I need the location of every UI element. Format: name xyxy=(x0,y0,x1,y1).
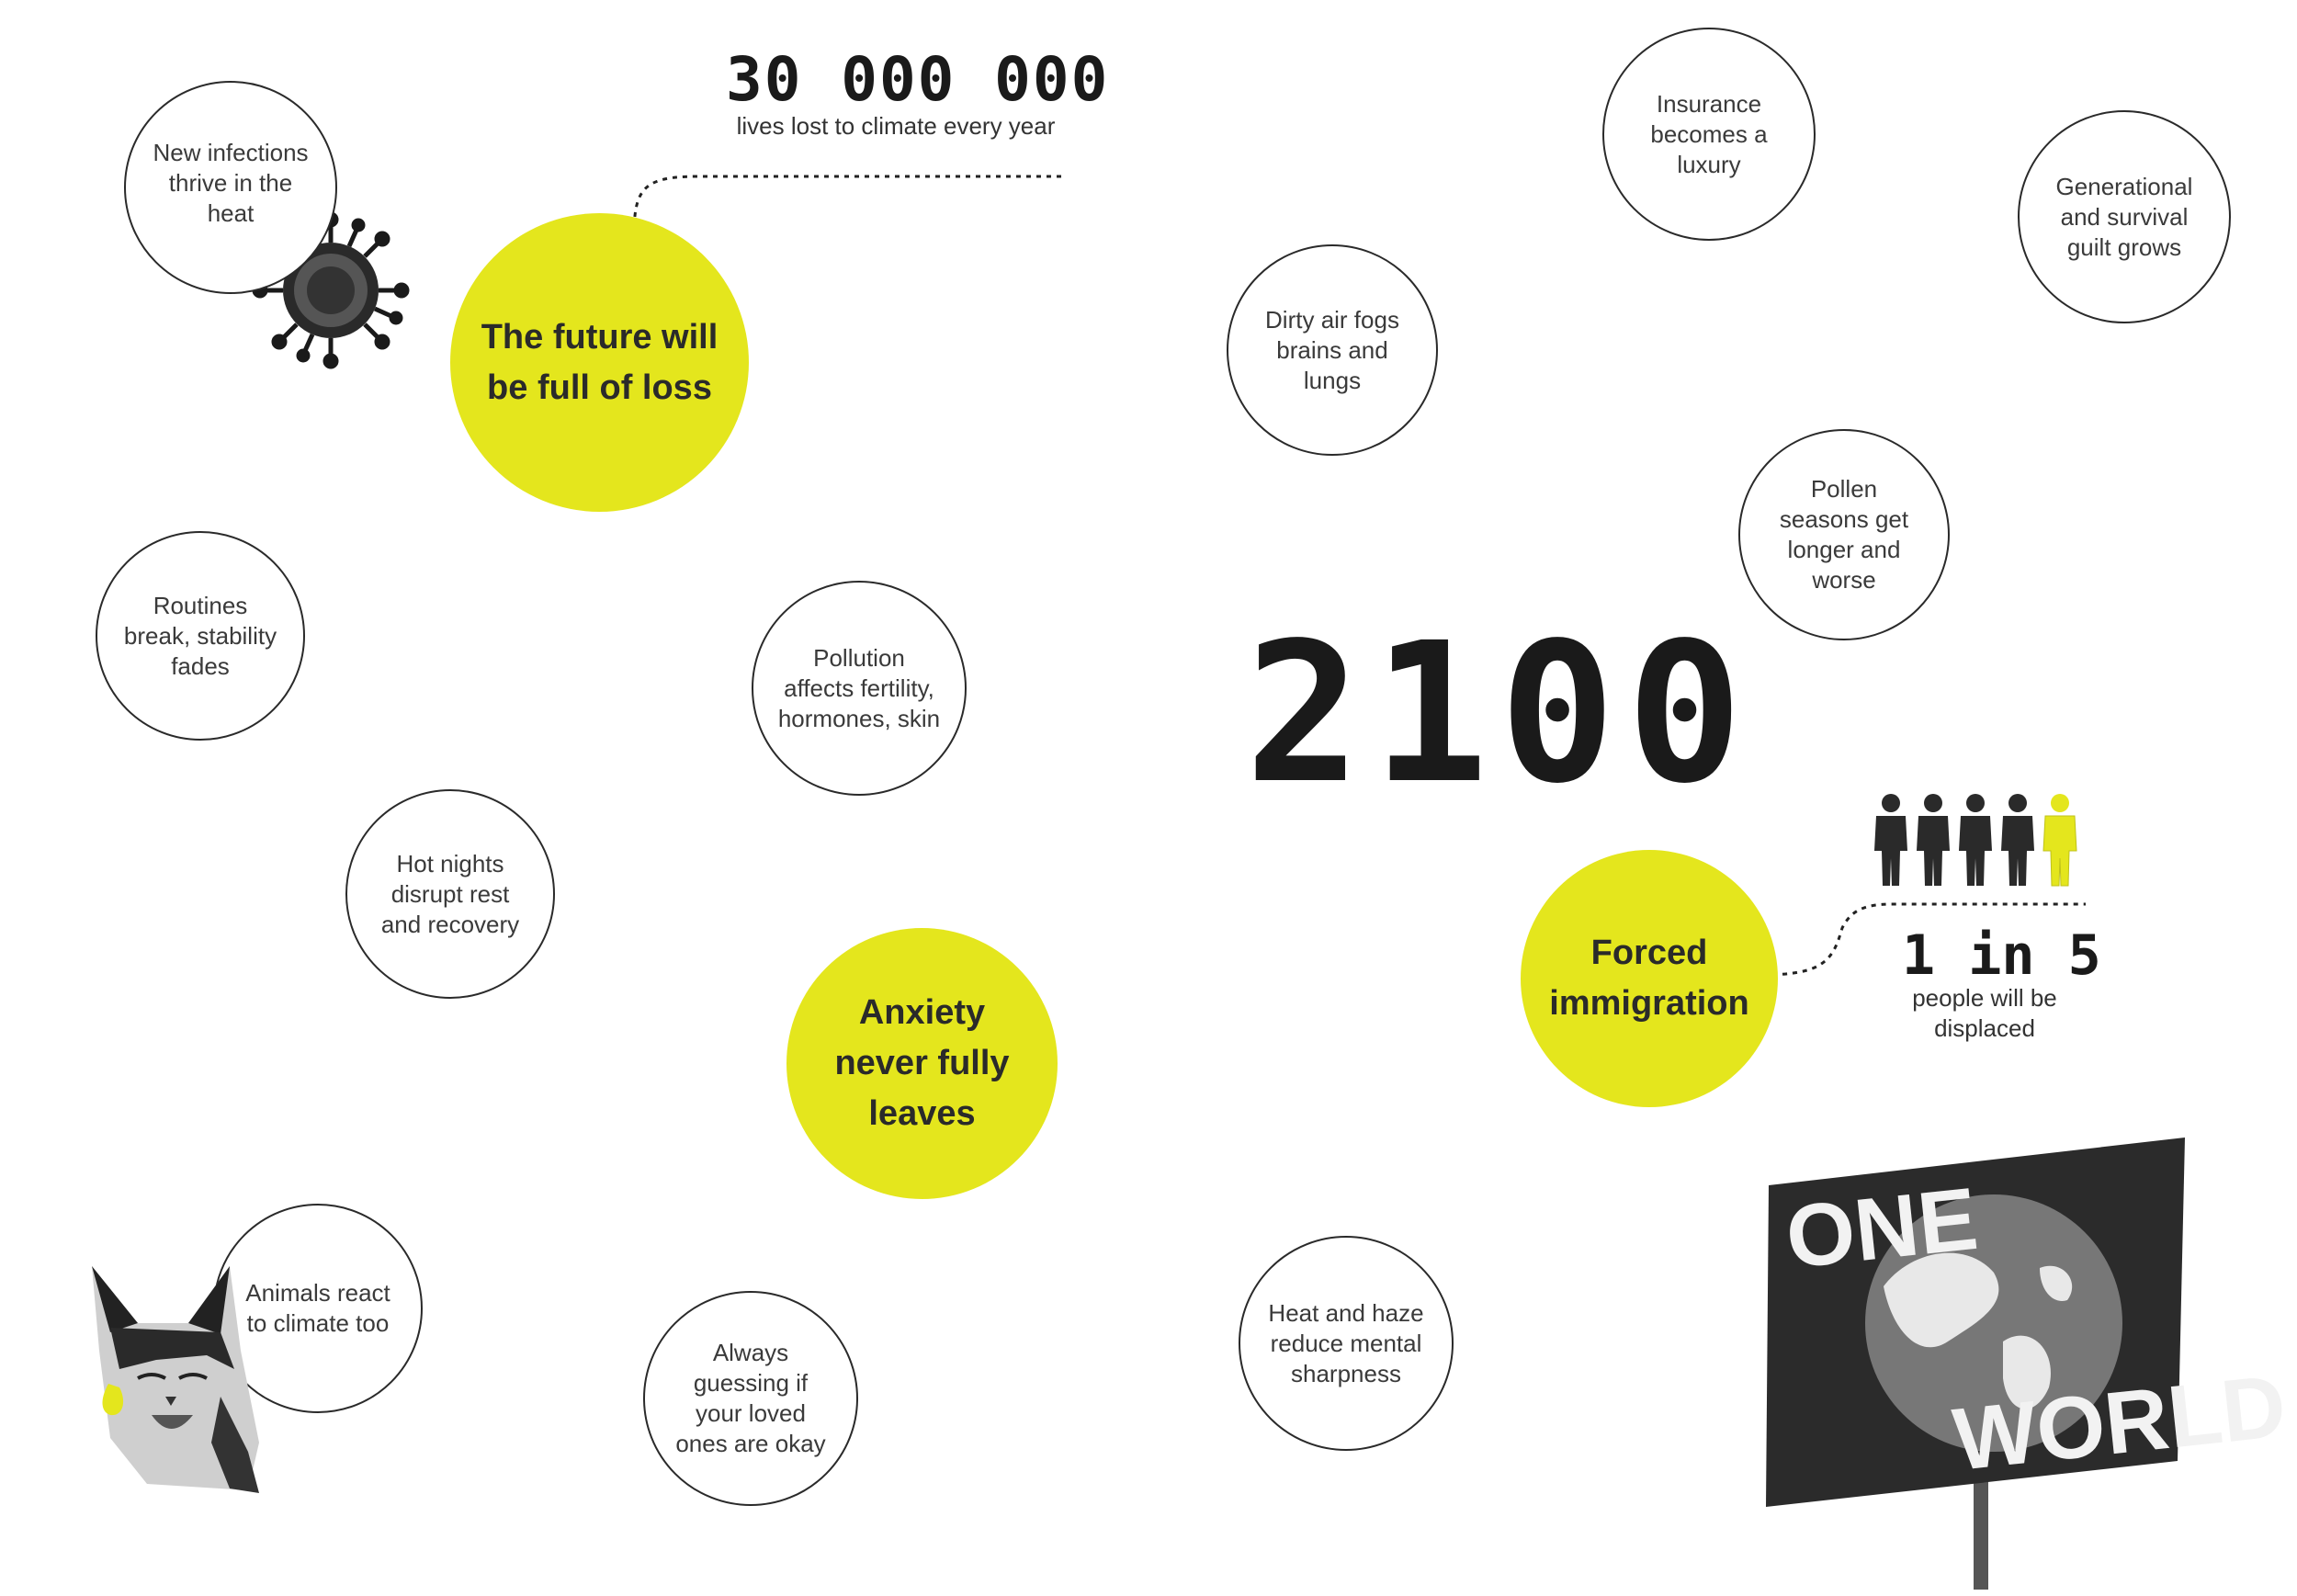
effect-animals-text: Animals react to climate too xyxy=(245,1279,390,1337)
displaced-connector xyxy=(1761,902,2086,977)
theme-anxiety: Anxiety never fully leaves xyxy=(786,928,1058,1199)
year-title: 2100 xyxy=(1245,601,1754,826)
effect-hot-nights: Hot nights disrupt rest and recovery xyxy=(345,789,555,999)
theme-future-loss: The future will be full of loss xyxy=(450,213,749,512)
effect-insurance: Insurance becomes a luxury xyxy=(1602,28,1816,241)
effect-infections-text: New infections thrive in the heat xyxy=(153,138,309,227)
effect-guessing-text: Always guessing if your loved ones are o… xyxy=(675,1339,826,1457)
effect-infections: New infections thrive in the heat xyxy=(124,81,337,294)
effect-pollution: Pollution affects fertility, hormones, s… xyxy=(752,581,967,796)
effect-heat-haze-text: Heat and haze reduce mental sharpness xyxy=(1268,1298,1424,1387)
theme-anxiety-text: Anxiety never fully leaves xyxy=(834,993,1010,1133)
displaced-caption: people will be displaced xyxy=(1912,984,2057,1042)
effect-guessing: Always guessing if your loved ones are o… xyxy=(643,1291,858,1506)
effect-dirty-air-text: Dirty air fogs brains and lungs xyxy=(1265,305,1399,394)
effect-pollen-text: Pollen seasons get longer and worse xyxy=(1779,475,1909,594)
deaths-caption: lives lost to climate every year xyxy=(736,112,1056,140)
effect-pollen: Pollen seasons get longer and worse xyxy=(1738,429,1950,640)
effect-guilt-text: Generational and survival guilt grows xyxy=(2055,172,2193,261)
deaths-number: 30 000 000 xyxy=(726,44,1110,115)
effect-pollution-text: Pollution affects fertility, hormones, s… xyxy=(777,643,941,732)
effect-animals: Animals react to climate too xyxy=(213,1204,423,1413)
deaths-connector xyxy=(632,175,1066,238)
effect-hot-nights-text: Hot nights disrupt rest and recovery xyxy=(380,849,520,938)
effect-insurance-text: Insurance becomes a luxury xyxy=(1650,89,1768,178)
effect-guilt: Generational and survival guilt grows xyxy=(2018,110,2231,323)
effect-dirty-air: Dirty air fogs brains and lungs xyxy=(1227,244,1438,456)
effect-routines: Routines break, stability fades xyxy=(96,531,305,741)
theme-forced-immigration-text: Forced immigration xyxy=(1549,934,1749,1023)
theme-future-loss-text: The future will be full of loss xyxy=(481,317,719,407)
displaced-number: 1 in 5 xyxy=(1902,923,2101,988)
effect-routines-text: Routines break, stability fades xyxy=(123,591,277,680)
effect-heat-haze: Heat and haze reduce mental sharpness xyxy=(1239,1236,1454,1451)
theme-forced-immigration: Forced immigration xyxy=(1521,850,1778,1107)
